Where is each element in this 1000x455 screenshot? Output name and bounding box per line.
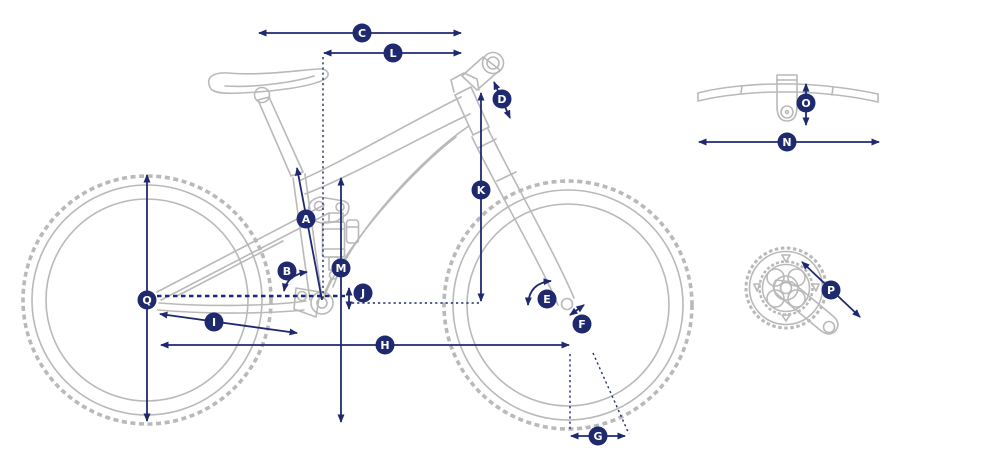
marker-d-label: D [497,93,506,106]
marker-g-label: G [593,430,602,443]
marker-n: N [777,132,797,152]
saddle [207,68,329,104]
marker-c-label: C [358,27,366,40]
marker-h-label: H [380,339,389,352]
marker-n-label: N [782,136,791,149]
marker-e: E [537,289,557,309]
marker-k-label: K [477,184,486,197]
dim-E-angle-arc [524,278,552,306]
frame [292,51,505,301]
marker-a-label: A [302,213,311,226]
crank-arm [772,279,839,335]
marker-a: A [296,209,316,229]
marker-j: J [353,283,373,303]
marker-e-label: E [543,293,551,306]
marker-b: B [277,261,297,281]
marker-h: H [375,335,395,355]
reference-lines [157,57,630,435]
dim-I-arrow [159,311,298,336]
marker-i: I [204,312,224,332]
marker-g: G [588,426,608,446]
marker-f: F [572,314,592,334]
marker-c: C [352,23,372,43]
marker-q: Q [137,290,157,310]
bike-side-view [21,51,694,431]
top-tube [300,96,462,181]
dimension-arrows [143,29,880,440]
rear-swingarm [156,204,330,314]
marker-k: K [471,180,491,200]
fork [471,128,575,306]
marker-p-label: P [827,284,835,297]
marker-badges: A B C D E F G H I J K L M N O P Q [137,23,841,446]
dim-A-arrow [294,167,323,301]
marker-j-label: J [360,287,365,300]
marker-b-label: B [283,265,291,278]
marker-p: P [821,280,841,300]
marker-o-label: O [801,97,810,110]
head-tube [454,86,490,136]
handlebar-front-view [697,74,879,122]
marker-i-label: I [212,316,216,329]
front-wheel [442,179,694,431]
seatpost [257,96,304,177]
handlebar-grip [481,51,505,75]
down-tube [332,125,470,288]
marker-q-label: Q [142,294,151,307]
marker-f-label: F [578,318,586,331]
marker-m-label: M [336,262,347,275]
steering-axis-reference [592,352,630,435]
marker-l-label: L [389,47,396,60]
marker-d: D [492,89,512,109]
dim-F-arrow [569,304,585,316]
stem-clamp [776,74,798,122]
marker-m: M [331,258,351,278]
marker-o: O [796,93,816,113]
marker-l: L [383,43,403,63]
